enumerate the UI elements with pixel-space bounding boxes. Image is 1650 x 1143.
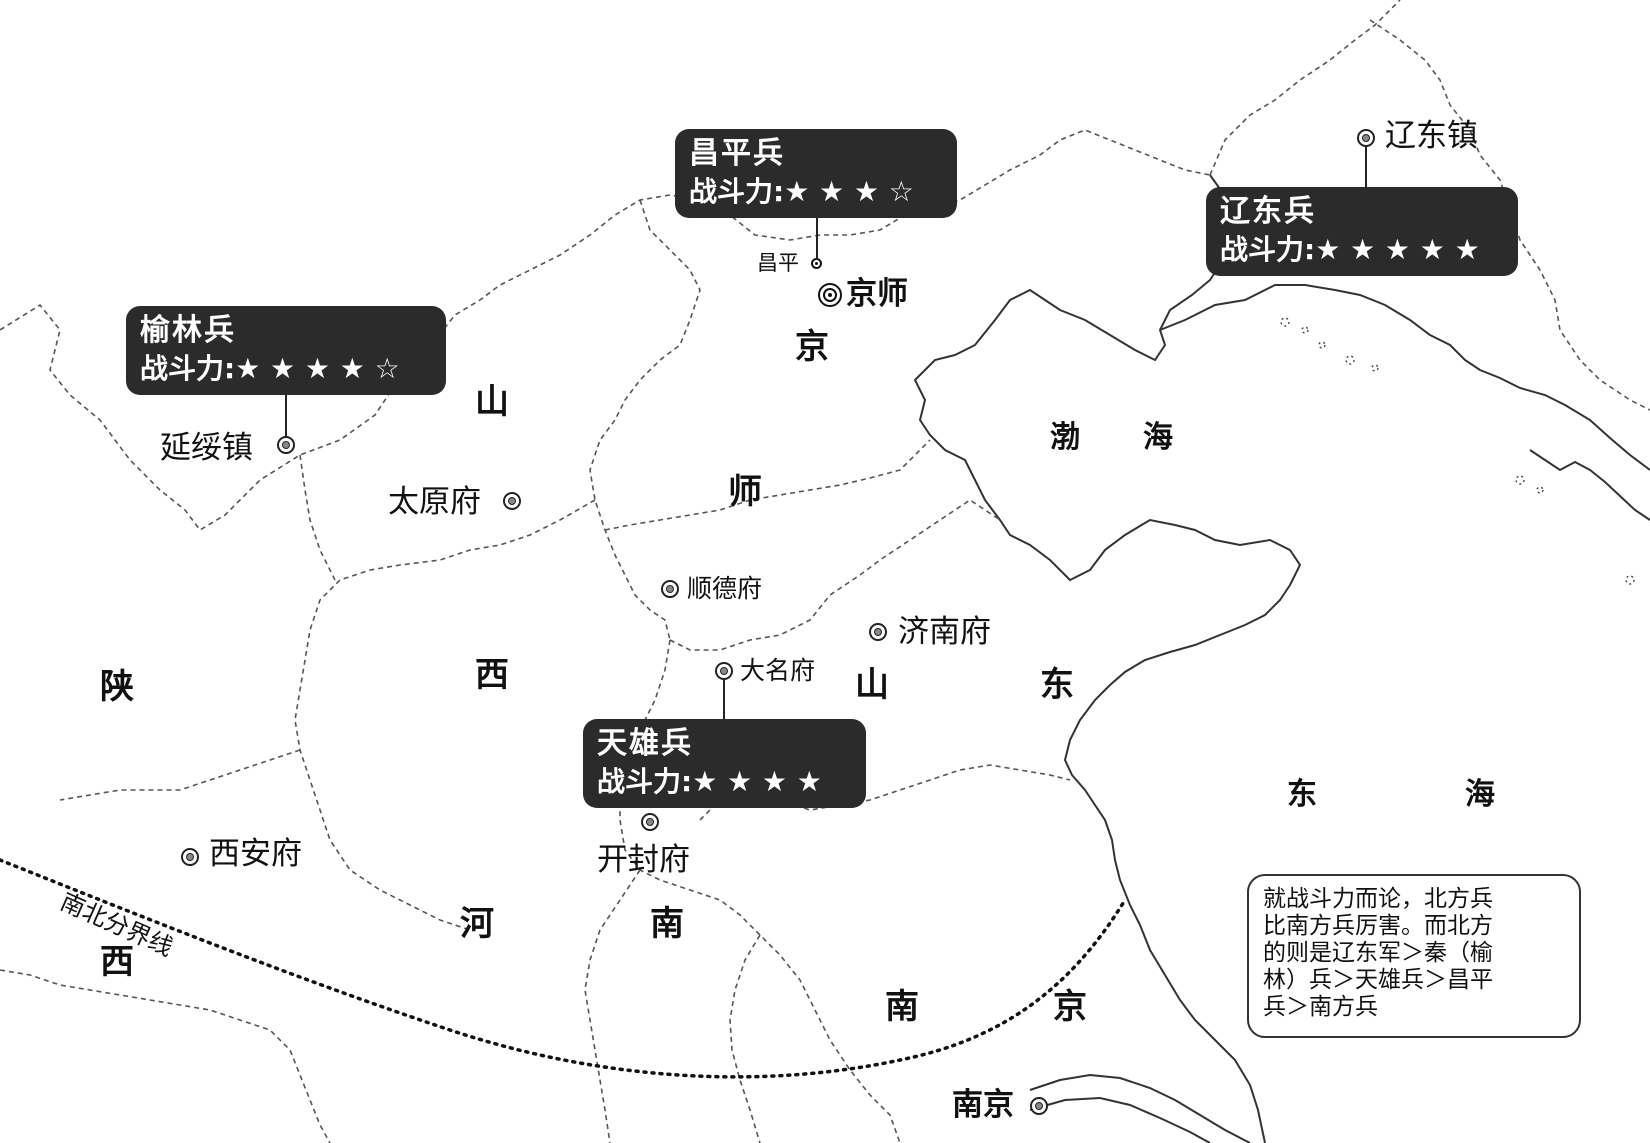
army-power-yulin: 战斗力:★ ★ ★ ★ ☆ bbox=[140, 352, 400, 385]
note-line: 兵＞南方兵 bbox=[1263, 994, 1378, 1020]
army-name-yulin: 榆林兵 bbox=[140, 313, 236, 348]
army-name-changping: 昌平兵 bbox=[689, 136, 785, 171]
sea-label-donghai-1: 东 bbox=[1287, 777, 1317, 812]
coastline-yangtze bbox=[1029, 1073, 1251, 1143]
north-south-boundary bbox=[0, 858, 1127, 1079]
region-label-shanxi-1: 山 bbox=[475, 382, 509, 422]
coastline-yangtze-2 bbox=[1029, 1096, 1211, 1143]
sea-label-bohai-1: 渤 bbox=[1050, 420, 1080, 455]
army-name-liaodong: 辽东兵 bbox=[1220, 194, 1316, 229]
jinan-label: 济南府 bbox=[898, 614, 991, 650]
xian-label: 西安府 bbox=[209, 836, 302, 872]
army-box-liaodong: 辽东兵 战斗力:★ ★ ★ ★ ★ bbox=[1206, 187, 1518, 276]
shunde-marker bbox=[661, 580, 679, 598]
capital-marker bbox=[818, 283, 842, 307]
region-label-shanxi-2: 西 bbox=[475, 655, 509, 695]
jinan-marker bbox=[869, 623, 887, 641]
region-label-shaanxi-1: 陕 bbox=[100, 667, 134, 707]
liaodong-town-label: 辽东镇 bbox=[1385, 118, 1478, 154]
daming-label: 大名府 bbox=[740, 656, 816, 685]
region-label-jingshi-1: 京 bbox=[795, 327, 829, 367]
taiyuan-label: 太原府 bbox=[388, 484, 481, 520]
note-box: 就战斗力而论，北方兵 比南方兵厉害。而北方 的则是辽东军＞秦（榆 林）兵＞天雄兵… bbox=[1247, 874, 1581, 1038]
region-label-shandong-1: 山 bbox=[855, 665, 889, 705]
region-label-shaanxi-2: 西 bbox=[100, 942, 134, 982]
daming-marker bbox=[715, 662, 733, 680]
kaifeng-label: 开封府 bbox=[597, 842, 690, 878]
region-label-nanjing-2: 京 bbox=[1053, 987, 1087, 1027]
region-label-henan-2: 南 bbox=[650, 904, 684, 944]
liaodong-town-marker bbox=[1357, 129, 1375, 147]
capital-label: 京师 bbox=[846, 276, 908, 312]
nanjing-city-label: 南京 bbox=[952, 1087, 1014, 1123]
sea-label-donghai-2: 海 bbox=[1465, 777, 1495, 812]
yansui-town-label: 延绥镇 bbox=[160, 430, 253, 466]
note-line: 林）兵＞天雄兵＞昌平 bbox=[1263, 967, 1493, 993]
region-label-nanjing-1: 南 bbox=[885, 987, 919, 1027]
nanjing-city-marker bbox=[1030, 1097, 1048, 1115]
army-power-changping: 战斗力:★ ★ ★ ☆ bbox=[689, 175, 914, 208]
kaifeng-marker bbox=[641, 813, 659, 831]
region-label-henan-1: 河 bbox=[460, 904, 494, 944]
army-box-tianxiong: 天雄兵 战斗力:★ ★ ★ ★ bbox=[583, 719, 866, 808]
tianxiong-connector bbox=[723, 680, 725, 722]
yulin-connector bbox=[285, 395, 287, 437]
taiyuan-marker bbox=[503, 492, 521, 510]
changping-connector bbox=[816, 218, 818, 260]
army-power-liaodong: 战斗力:★ ★ ★ ★ ★ bbox=[1220, 233, 1480, 266]
coastline bbox=[913, 174, 1302, 1143]
army-power-tianxiong: 战斗力:★ ★ ★ ★ bbox=[597, 765, 822, 798]
xian-marker bbox=[181, 848, 199, 866]
note-line: 的则是辽东军＞秦（榆 bbox=[1263, 940, 1493, 966]
note-line: 比南方兵厉害。而北方 bbox=[1263, 913, 1493, 939]
sea-label-bohai-2: 海 bbox=[1143, 420, 1173, 455]
yansui-town-marker bbox=[277, 436, 295, 454]
islands bbox=[1280, 317, 1635, 585]
region-label-shandong-2: 东 bbox=[1040, 665, 1074, 705]
note-line: 就战斗力而论，北方兵 bbox=[1263, 886, 1493, 912]
liaodong-connector bbox=[1365, 147, 1367, 189]
coastline-korea bbox=[1529, 449, 1650, 521]
army-box-changping: 昌平兵 战斗力:★ ★ ★ ☆ bbox=[675, 129, 957, 218]
region-label-jingshi-2: 师 bbox=[728, 472, 762, 512]
coastline-liaodong bbox=[1159, 284, 1650, 471]
changping-label: 昌平 bbox=[757, 251, 799, 275]
army-name-tianxiong: 天雄兵 bbox=[597, 726, 693, 761]
army-box-yulin: 榆林兵 战斗力:★ ★ ★ ★ ☆ bbox=[126, 306, 446, 395]
shunde-label: 顺德府 bbox=[687, 574, 763, 603]
